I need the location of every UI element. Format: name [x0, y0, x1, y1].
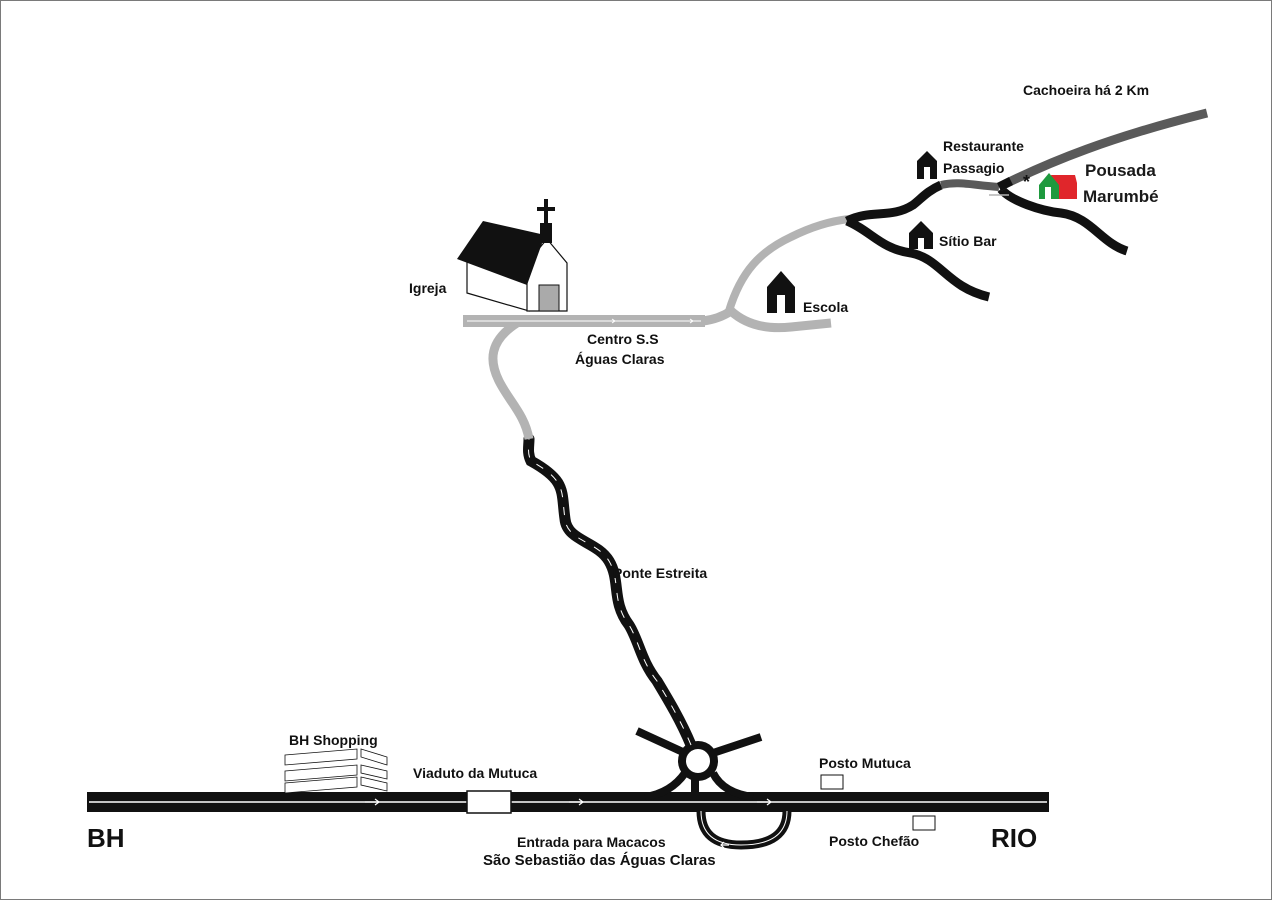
label-escola: Escola	[803, 299, 849, 315]
church-icon	[457, 199, 568, 312]
label-restaurante-line1: Restaurante	[943, 138, 1024, 154]
posto-chefao-marker	[912, 815, 936, 831]
label-pousada-line1: Pousada	[1085, 161, 1156, 180]
posto-mutuca-marker	[820, 774, 844, 790]
viaduto-marker	[466, 790, 512, 814]
label-posto-chefao: Posto Chefão	[829, 833, 920, 849]
label-ponte-estreita: Ponte Estreita	[613, 565, 708, 581]
house-icon-restaurante	[917, 151, 937, 179]
roundabout-icon	[635, 727, 763, 801]
shopping-buildings-icon	[284, 748, 388, 794]
label-posto-mutuca: Posto Mutuca	[819, 755, 911, 771]
label-bh: BH	[87, 823, 125, 853]
label-igreja: Igreja	[409, 280, 447, 296]
entrada-loop	[696, 810, 792, 850]
road-cachoeira	[996, 108, 1209, 192]
label-bh-shopping: BH Shopping	[289, 732, 378, 748]
winding-road-ponte	[523, 433, 697, 751]
label-pousada-line2: Marumbé	[1083, 187, 1159, 206]
label-viaduto: Viaduto da Mutuca	[413, 765, 538, 781]
label-restaurante-line2: Passagio	[943, 160, 1005, 176]
label-rio: RIO	[991, 823, 1038, 853]
label-centro-line1: Centro S.S	[587, 331, 659, 347]
label-centro-line2: Águas Claras	[575, 351, 665, 367]
label-cachoeira: Cachoeira há 2 Km	[1023, 82, 1150, 98]
label-entrada-line1: Entrada para Macacos	[517, 834, 666, 850]
upper-black-roads	[844, 179, 1129, 302]
house-icon-sitio-bar	[909, 221, 933, 249]
highway-br040	[87, 792, 1049, 812]
house-icon-escola	[767, 271, 795, 313]
label-asterisk: *	[1023, 172, 1031, 192]
label-entrada-line2: São Sebastião das Águas Claras	[483, 852, 716, 869]
pousada-house-icon	[1039, 173, 1077, 199]
label-sitio-bar: Sítio Bar	[939, 233, 997, 249]
gravel-road-centro	[463, 215, 850, 440]
